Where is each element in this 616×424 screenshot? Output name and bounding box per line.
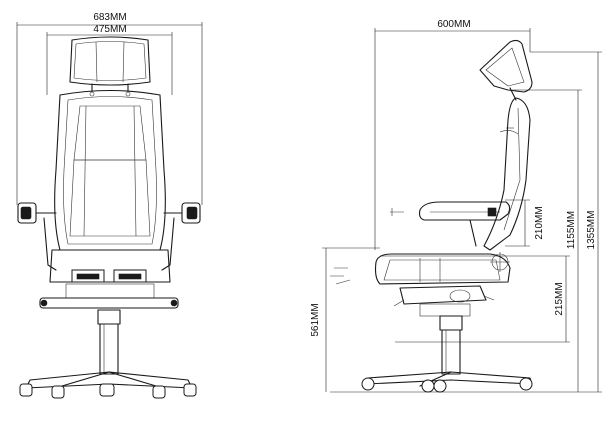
front-backrest [54,89,166,251]
front-armrest-right [161,202,201,271]
side-mechanism [393,285,495,317]
dimension-1355-overall: 1355MM [330,51,602,393]
dim-label-600: 600MM [437,19,470,30]
dimension-683-front-width: 683MM [16,12,203,205]
dim-label-215: 215MM [554,282,565,315]
front-headrest [69,36,151,93]
dimension-215-seat-range: 215MM [380,255,570,343]
side-headrest [479,39,533,101]
dim-label-561: 561MM [310,303,321,336]
dimension-210-armrest: 210MM [505,199,545,247]
dimension-475-backrest-width: 475MM [46,24,173,95]
dim-label-1155: 1155MM [566,211,577,249]
dim-label-475: 475MM [93,24,126,35]
front-base [19,371,197,399]
front-caster [19,383,197,399]
dim-label-1355: 1355MM [586,211,597,250]
front-seat [39,249,179,309]
front-armrest-left [17,202,57,271]
side-seat [330,252,511,285]
side-gas-column [439,315,463,375]
dim-label-683: 683MM [93,12,126,23]
side-armrest [390,201,511,247]
side-caster [361,377,533,393]
side-view: 600MM 210MM 1155MM 1355MM 215MM [310,19,602,393]
dim-label-210: 210MM [534,206,545,239]
side-base [361,371,533,393]
front-gas-column [97,309,121,375]
side-backrest [483,97,531,251]
dimension-1155-backrest: 1155MM [510,89,582,392]
dimension-600-depth: 600MM [374,19,531,250]
dimension-561-seat-min: 561MM [310,247,380,392]
front-view: 683MM 475MM [16,12,203,399]
